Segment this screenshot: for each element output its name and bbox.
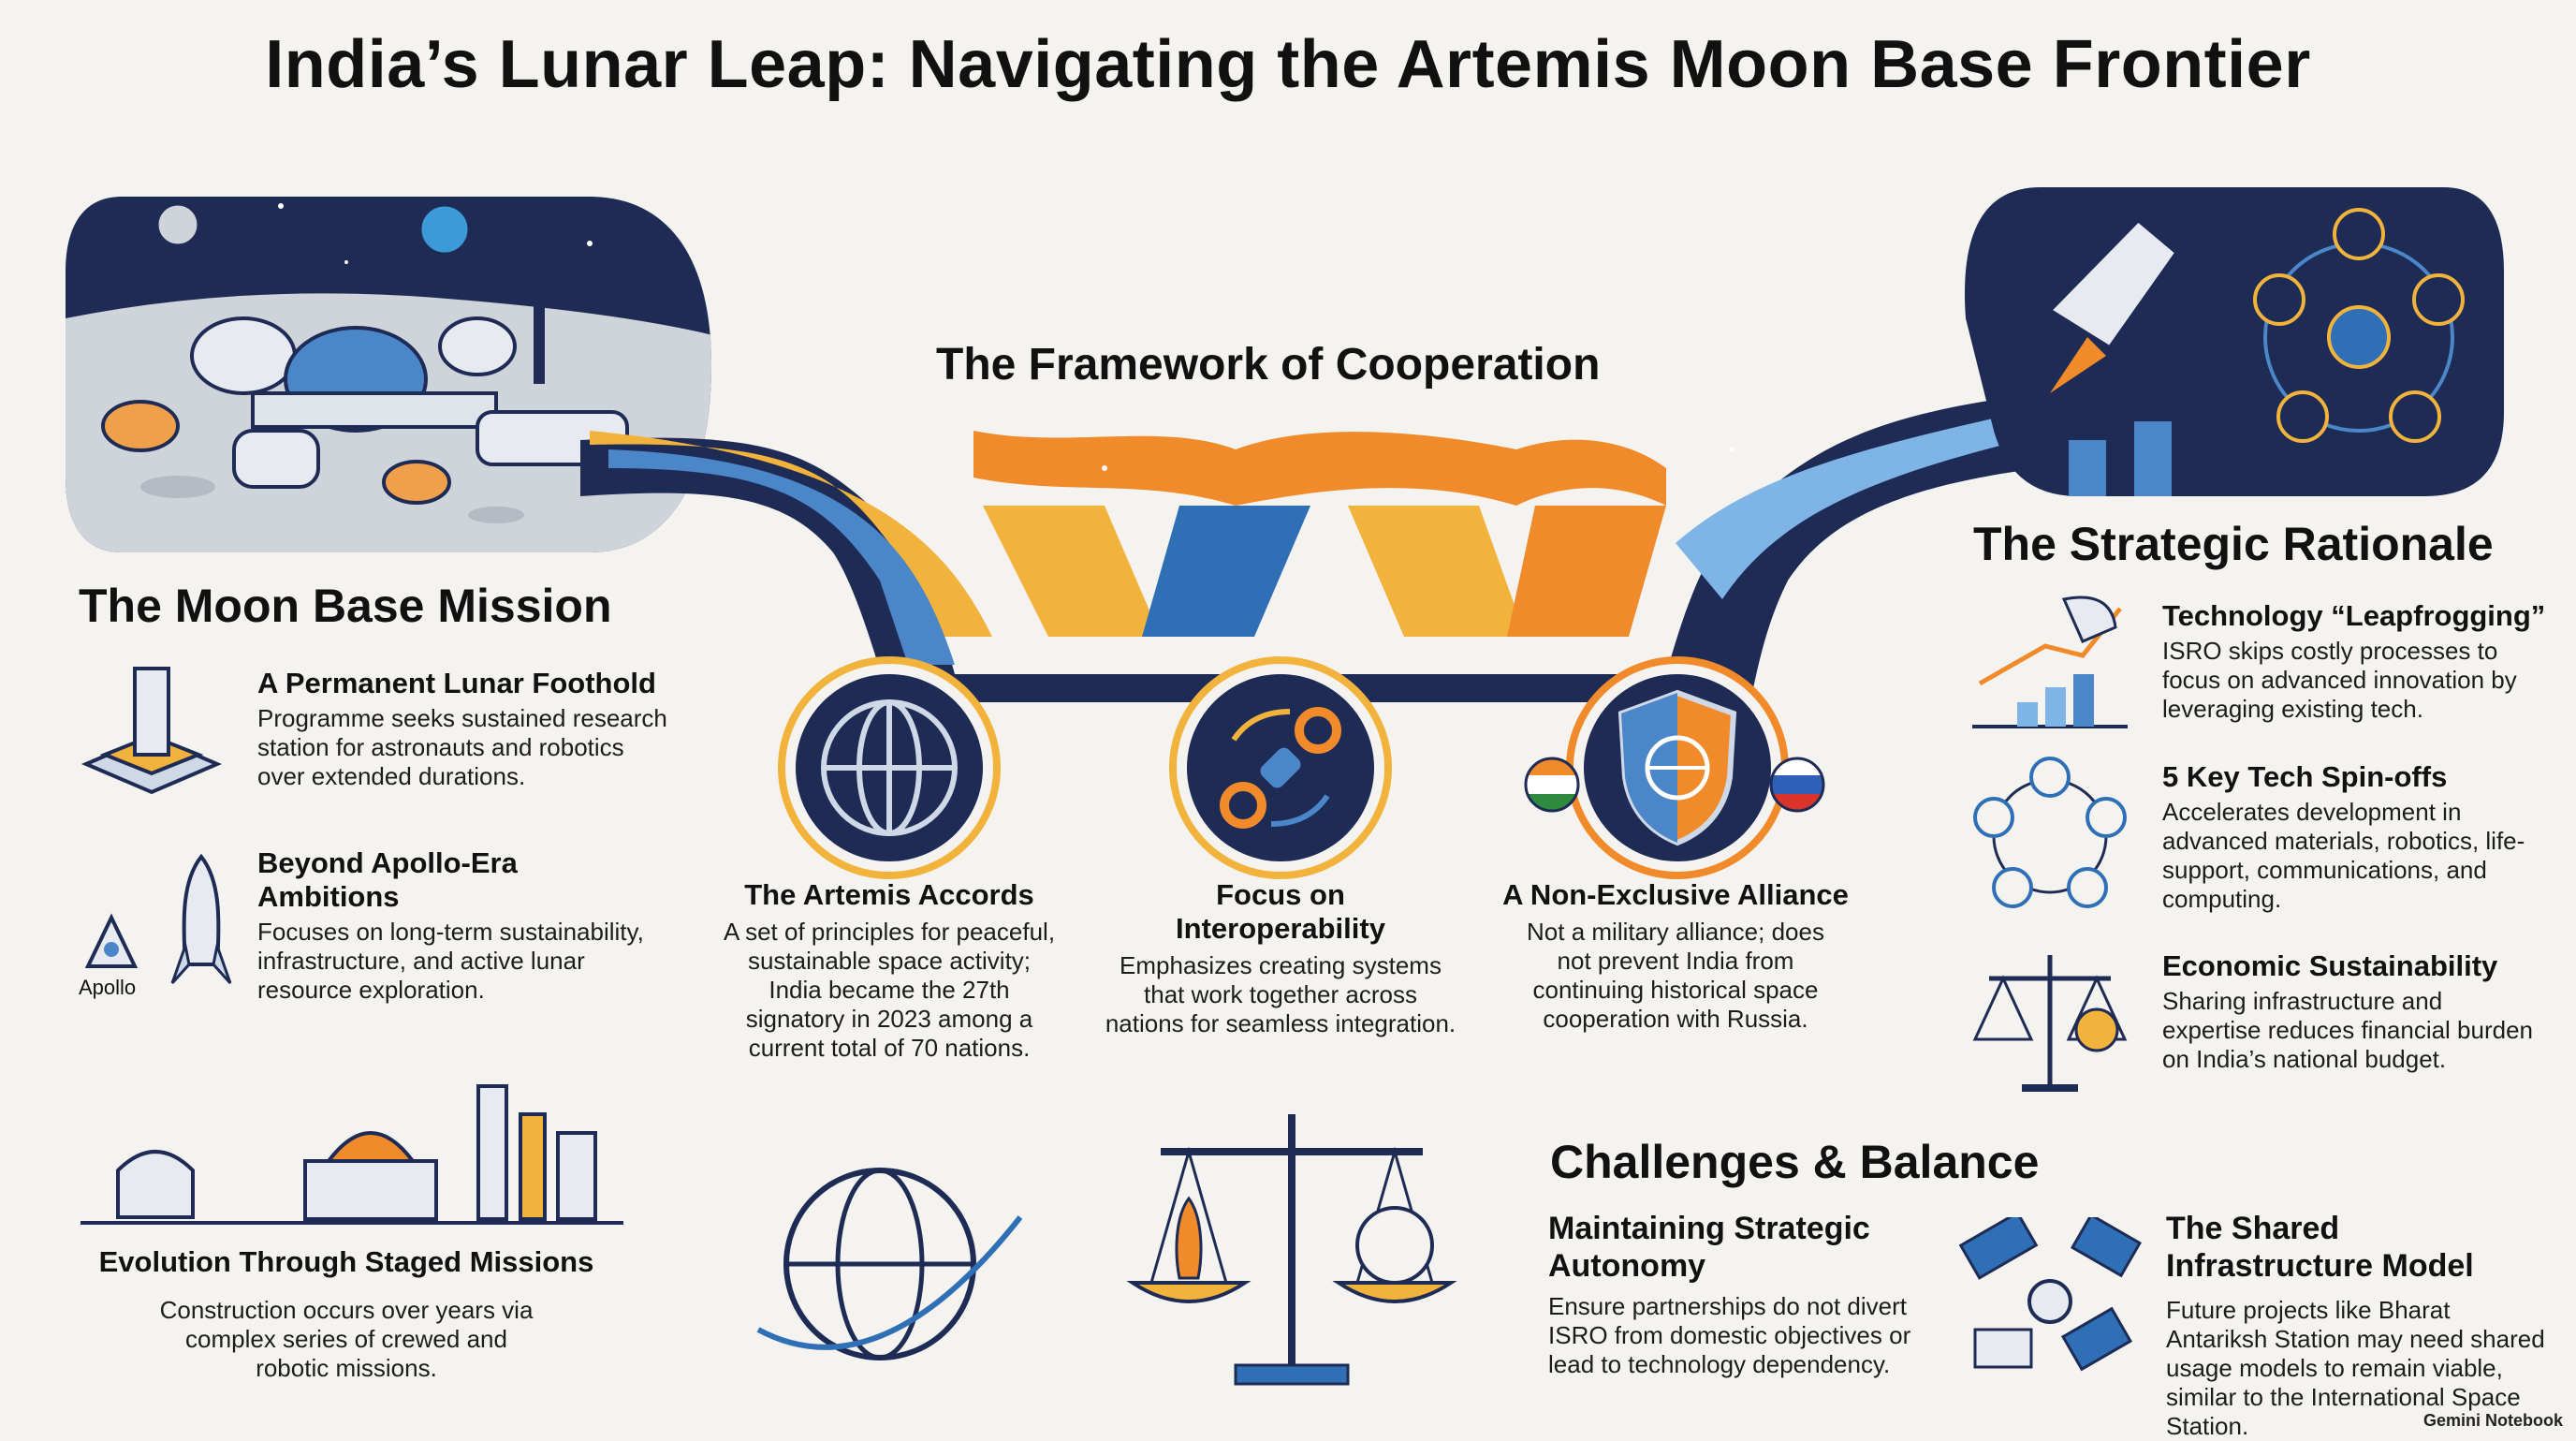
alliance-title: A Non-Exclusive Alliance [1502,878,1849,911]
interoperability-title: Focus on Interoperability [1176,878,1385,945]
spinoffs-title: 5 Key Tech Spin-offs [2162,760,2448,793]
moon-base-illustration [66,197,711,552]
spinoff-network-icon [1973,757,2127,908]
foothold-icon [80,667,223,795]
artemis-accords-title: The Artemis Accords [744,878,1034,911]
space-station-icon [1958,1217,2143,1372]
rocket-icon [170,853,232,985]
alliance-text: Not a military alliance; does not preven… [1527,918,1824,1033]
leapfrog-chart-icon [1972,596,2128,728]
apollo-capsule-icon [84,913,139,968]
foothold-text: Programme seeks sustained research stati… [257,704,667,790]
shield-icon [1566,656,1789,879]
foothold-title: A Permanent Lunar Foothold [257,667,656,699]
page-title: India’s Lunar Leap: Navigating the Artem… [265,27,2311,102]
autonomy-text: Ensure partnerships do not divert ISRO f… [1548,1292,1911,1378]
balance-scale-icon [1972,955,2128,1092]
staged-missions-text: Construction occurs over years via compl… [159,1296,534,1382]
leapfrog-title: Technology “Leapfrogging” [2162,599,2546,632]
strategic-heading: The Strategic Rationale [1973,518,2494,570]
footer-brand: Gemini Notebook [2422,1411,2563,1430]
staged-missions-icon [80,1084,623,1225]
challenges-heading: Challenges & Balance [1550,1136,2040,1188]
launch-network-illustration [1965,187,2504,496]
shared-infra-text: Future projects like Bharat Antariksh St… [2166,1296,2545,1440]
cooperation-ribbons [580,393,2041,702]
india-flag-icon [1524,757,1580,813]
orbit-globe-icon [756,1168,1023,1360]
staged-missions-title: Evolution Through Staged Missions [98,1245,594,1278]
russia-flag-icon [1769,757,1825,813]
apollo-label: Apollo [79,976,137,999]
shared-infra-title: The Shared Infrastructure Model [2166,1211,2474,1284]
gears-link-icon [1169,656,1392,879]
interoperability-text: Emphasizes creating systems that work to… [1105,951,1456,1037]
autonomy-title: Maintaining Strategic Autonomy [1548,1211,1870,1284]
spinoffs-text: Accelerates development in advanced mate… [2162,798,2525,913]
leapfrog-text: ISRO skips costly processes to focus on … [2162,637,2517,723]
scales-rocket-globe-icon [1126,1114,1457,1386]
economic-text: Sharing infrastructure and expertise red… [2162,987,2534,1073]
apollo-ambitions-text: Focuses on long-term sustainability, inf… [257,918,644,1004]
moon-base-heading: The Moon Base Mission [79,580,612,632]
economic-title: Economic Sustainability [2162,949,2498,982]
artemis-accords-text: A set of principles for peaceful, sustai… [723,918,1056,1062]
apollo-ambitions-title: Beyond Apollo-Era Ambitions [257,846,518,913]
globe-icon [778,656,1001,879]
framework-heading: The Framework of Cooperation [936,340,1601,390]
